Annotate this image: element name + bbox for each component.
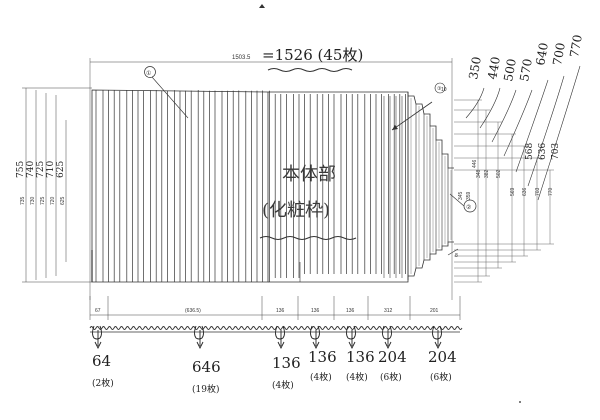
callout-3-arrow — [391, 101, 433, 131]
right-hw-inner-1: 636 — [538, 143, 548, 160]
right-printed-5: 703 — [535, 187, 541, 196]
bottom-ticks — [89, 296, 461, 320]
scan-dot — [519, 401, 521, 403]
right-printed-4: 636 — [522, 187, 528, 196]
left-h-hw-2: 725 — [36, 161, 46, 178]
right-hw-4: 640 — [533, 42, 551, 67]
bottom-arrow-head-2 — [277, 341, 285, 350]
right-printed-6: 770 — [548, 187, 554, 196]
bottom-hw-count-2: (4枚) — [272, 379, 294, 391]
bottom-printed-1: (636.5) — [185, 308, 201, 314]
right-inner-printed-2: 446 — [472, 159, 478, 168]
overall-handwritten: =1526 (45枚) — [262, 46, 363, 64]
bottom-hw-value-5: 204 — [378, 348, 407, 366]
step-group — [383, 92, 454, 280]
left-h-hw-4: 625 — [56, 161, 66, 178]
right-inner-printed-1: 359 — [466, 191, 472, 200]
bottom-arrow-loop-0 — [92, 325, 102, 340]
right-printed-1: 382 — [484, 169, 490, 178]
bottom-arrow-head-0 — [94, 341, 102, 350]
right-printed-2: 502 — [496, 169, 502, 178]
bottom-printed-2: 136 — [276, 308, 285, 314]
bottom-printed-6: 201 — [430, 308, 439, 314]
left-h-hw-1: 740 — [26, 161, 36, 178]
bottom-hw-value-6: 204 — [428, 348, 457, 366]
bottom-printed-3: 136 — [311, 308, 320, 314]
left-dim-lines — [22, 87, 92, 283]
overall-underline — [267, 68, 353, 72]
bottom-printed-4: 136 — [346, 308, 355, 314]
right-printed-0: 348 — [476, 169, 482, 178]
bottom-hw-count-5: (6枚) — [380, 371, 402, 383]
tiny-label-a: 10 — [441, 87, 447, 93]
bottom-hw-count-1: (19枚) — [192, 383, 219, 395]
bottom-hw-value-1: 646 — [192, 358, 221, 376]
step-outline-top — [407, 92, 454, 169]
bottom-arrow-loop-1 — [194, 325, 204, 340]
bottom-hw-count-4: (4枚) — [346, 371, 368, 383]
right-printed-3: 569 — [510, 187, 516, 196]
bottom-arrow-head-5 — [384, 341, 392, 350]
left-h-printed-4: 625 — [60, 196, 66, 205]
right-hw-6: 770 — [567, 34, 585, 59]
right-hw-2: 500 — [501, 58, 519, 83]
right-inner-printed-0: 345 — [458, 191, 464, 200]
bottom-arrow-loop-3 — [310, 325, 320, 340]
panel-group — [91, 89, 409, 283]
bottom-hw-value-2: 136 — [272, 354, 301, 372]
left-h-hw-0: 755 — [16, 161, 26, 178]
right-hw-3: 570 — [517, 58, 535, 83]
overall-printed: 1503.5 — [232, 55, 251, 61]
bottom-hw-value-4: 136 — [346, 348, 375, 366]
left-h-hw-3: 710 — [46, 161, 56, 178]
bottom-arrow-loop-5 — [382, 325, 392, 340]
right-dim-lines — [454, 99, 554, 283]
label-body: 本体部 — [282, 164, 336, 185]
bottom-arrow-head-4 — [348, 341, 356, 350]
bottom-arrow-loop-6 — [432, 325, 442, 340]
callout-1: ① — [146, 70, 151, 77]
callout-2: ② — [466, 204, 471, 211]
top-mark — [259, 4, 265, 8]
panel-block-mid — [268, 91, 409, 283]
right-hw-0: 350 — [466, 56, 484, 81]
right-hw-inner-0: 568 — [525, 143, 535, 160]
bottom-hw-count-3: (4枚) — [310, 371, 332, 383]
bottom-arrow-head-6 — [434, 341, 442, 350]
callout-3-circle — [434, 82, 446, 94]
bottom-arrow-loop-2 — [275, 325, 285, 340]
tiny-label-b: 8 — [455, 253, 458, 259]
bottom-arrow-head-3 — [312, 341, 320, 350]
bottom-arrows — [92, 325, 442, 350]
bottom-arrow-loop-4 — [346, 325, 356, 340]
right-hw-top: 350 440 500 570 640 700 770 — [466, 34, 585, 83]
right-hw-inner-2: 703 — [551, 143, 561, 160]
right-hw-leaders — [465, 65, 581, 201]
bottom-hw-value-0: 64 — [92, 352, 111, 370]
callout-1-circle — [144, 66, 156, 78]
bottom-printed-5: 312 — [384, 308, 393, 314]
callout-3: ③ — [437, 86, 442, 92]
right-hw-5: 700 — [550, 42, 568, 67]
bottom-arrow-head-1 — [196, 341, 204, 350]
bottom-hw-value-3: 136 — [308, 348, 337, 366]
bottom-hw-count-0: (2枚) — [92, 377, 114, 389]
left-h-printed-3: 720 — [50, 196, 56, 205]
bottom-printed-0: 67 — [95, 308, 101, 314]
label-body-sub: (化粧枠) — [262, 200, 330, 221]
left-h-printed-1: 730 — [30, 196, 36, 205]
left-h-printed-2: 725 — [40, 196, 46, 205]
left-h-printed-0: 735 — [20, 196, 26, 205]
label-underline — [259, 236, 357, 240]
step-outline-bottom — [407, 241, 454, 280]
right-hw-1: 440 — [485, 56, 503, 81]
bottom-hw-count-6: (6枚) — [430, 371, 452, 383]
